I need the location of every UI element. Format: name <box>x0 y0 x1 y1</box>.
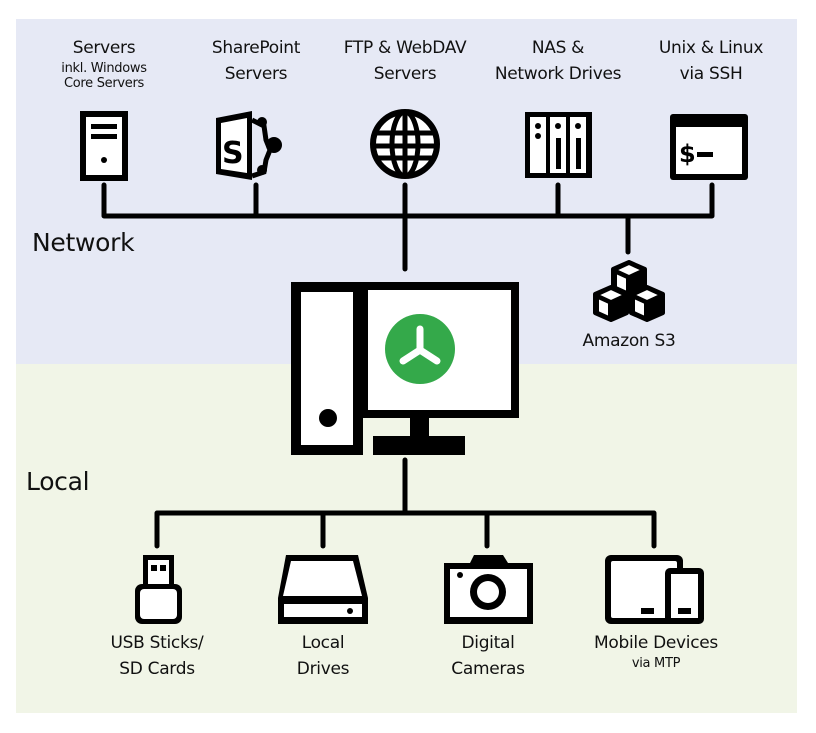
local-connectors <box>154 457 657 549</box>
nas-icon <box>525 112 592 178</box>
usb-stick-icon <box>135 555 182 624</box>
computer-icon <box>291 282 519 455</box>
cubes-icon <box>593 260 665 322</box>
network-bus-line <box>101 182 715 219</box>
globe-icon <box>370 109 440 179</box>
svg-text:S: S <box>222 136 244 171</box>
nas-label: NAS & Network Drives <box>494 35 622 87</box>
mobile-title: Mobile Devices <box>594 633 718 653</box>
servers-label: Servers inkl. Windows Core Servers <box>61 35 147 91</box>
ftp-title-2: Servers <box>373 64 437 84</box>
network-connectors <box>101 182 715 272</box>
cameras-title-1: Digital <box>461 633 515 653</box>
usb-title-2: SD Cards <box>119 659 195 679</box>
cameras-title-2: Cameras <box>451 659 525 679</box>
network-section-label: Network <box>32 228 135 257</box>
mobile-subtitle: via MTP <box>631 656 681 671</box>
terminal-icon: $ <box>670 114 748 180</box>
local-section <box>16 364 797 713</box>
usb-title-1: USB Sticks/ <box>110 633 204 653</box>
cameras-label: Digital Cameras <box>451 630 525 682</box>
camera-icon <box>444 555 533 624</box>
ftp-label: FTP & WebDAV Servers <box>344 35 467 87</box>
drives-title-2: Drives <box>296 659 350 679</box>
hard-drive-icon <box>278 555 368 624</box>
servers-subtitle-2: Core Servers <box>63 76 145 91</box>
sharepoint-label: SharePoint Servers <box>211 35 301 87</box>
ftp-title-1: FTP & WebDAV <box>343 38 467 58</box>
servers-subtitle-1: inkl. Windows <box>61 61 147 76</box>
mobile-devices-icon <box>605 555 704 624</box>
servers-title: Servers <box>72 38 136 58</box>
mobile-label: Mobile Devices via MTP <box>594 630 718 671</box>
svg-text:$: $ <box>679 140 696 168</box>
unix-label: Unix & Linux via SSH <box>658 35 764 87</box>
s3-label: Amazon S3 <box>582 331 676 351</box>
local-bus-line <box>154 510 657 549</box>
unix-title-1: Unix & Linux <box>658 38 764 58</box>
nas-title-2: Network Drives <box>494 64 622 84</box>
sharepoint-title-2: Servers <box>224 64 288 84</box>
usb-label: USB Sticks/ SD Cards <box>111 630 204 682</box>
drives-title-1: Local <box>301 633 345 653</box>
nas-title-1: NAS & <box>531 38 585 58</box>
server-tower-icon <box>80 111 128 181</box>
drives-label: Local Drives <box>296 630 350 682</box>
winscp-logo-icon <box>385 314 455 384</box>
unix-title-2: via SSH <box>679 64 743 84</box>
sharepoint-title-1: SharePoint <box>211 38 301 58</box>
sharepoint-icon: S <box>216 111 282 180</box>
local-section-label: Local <box>26 467 90 496</box>
